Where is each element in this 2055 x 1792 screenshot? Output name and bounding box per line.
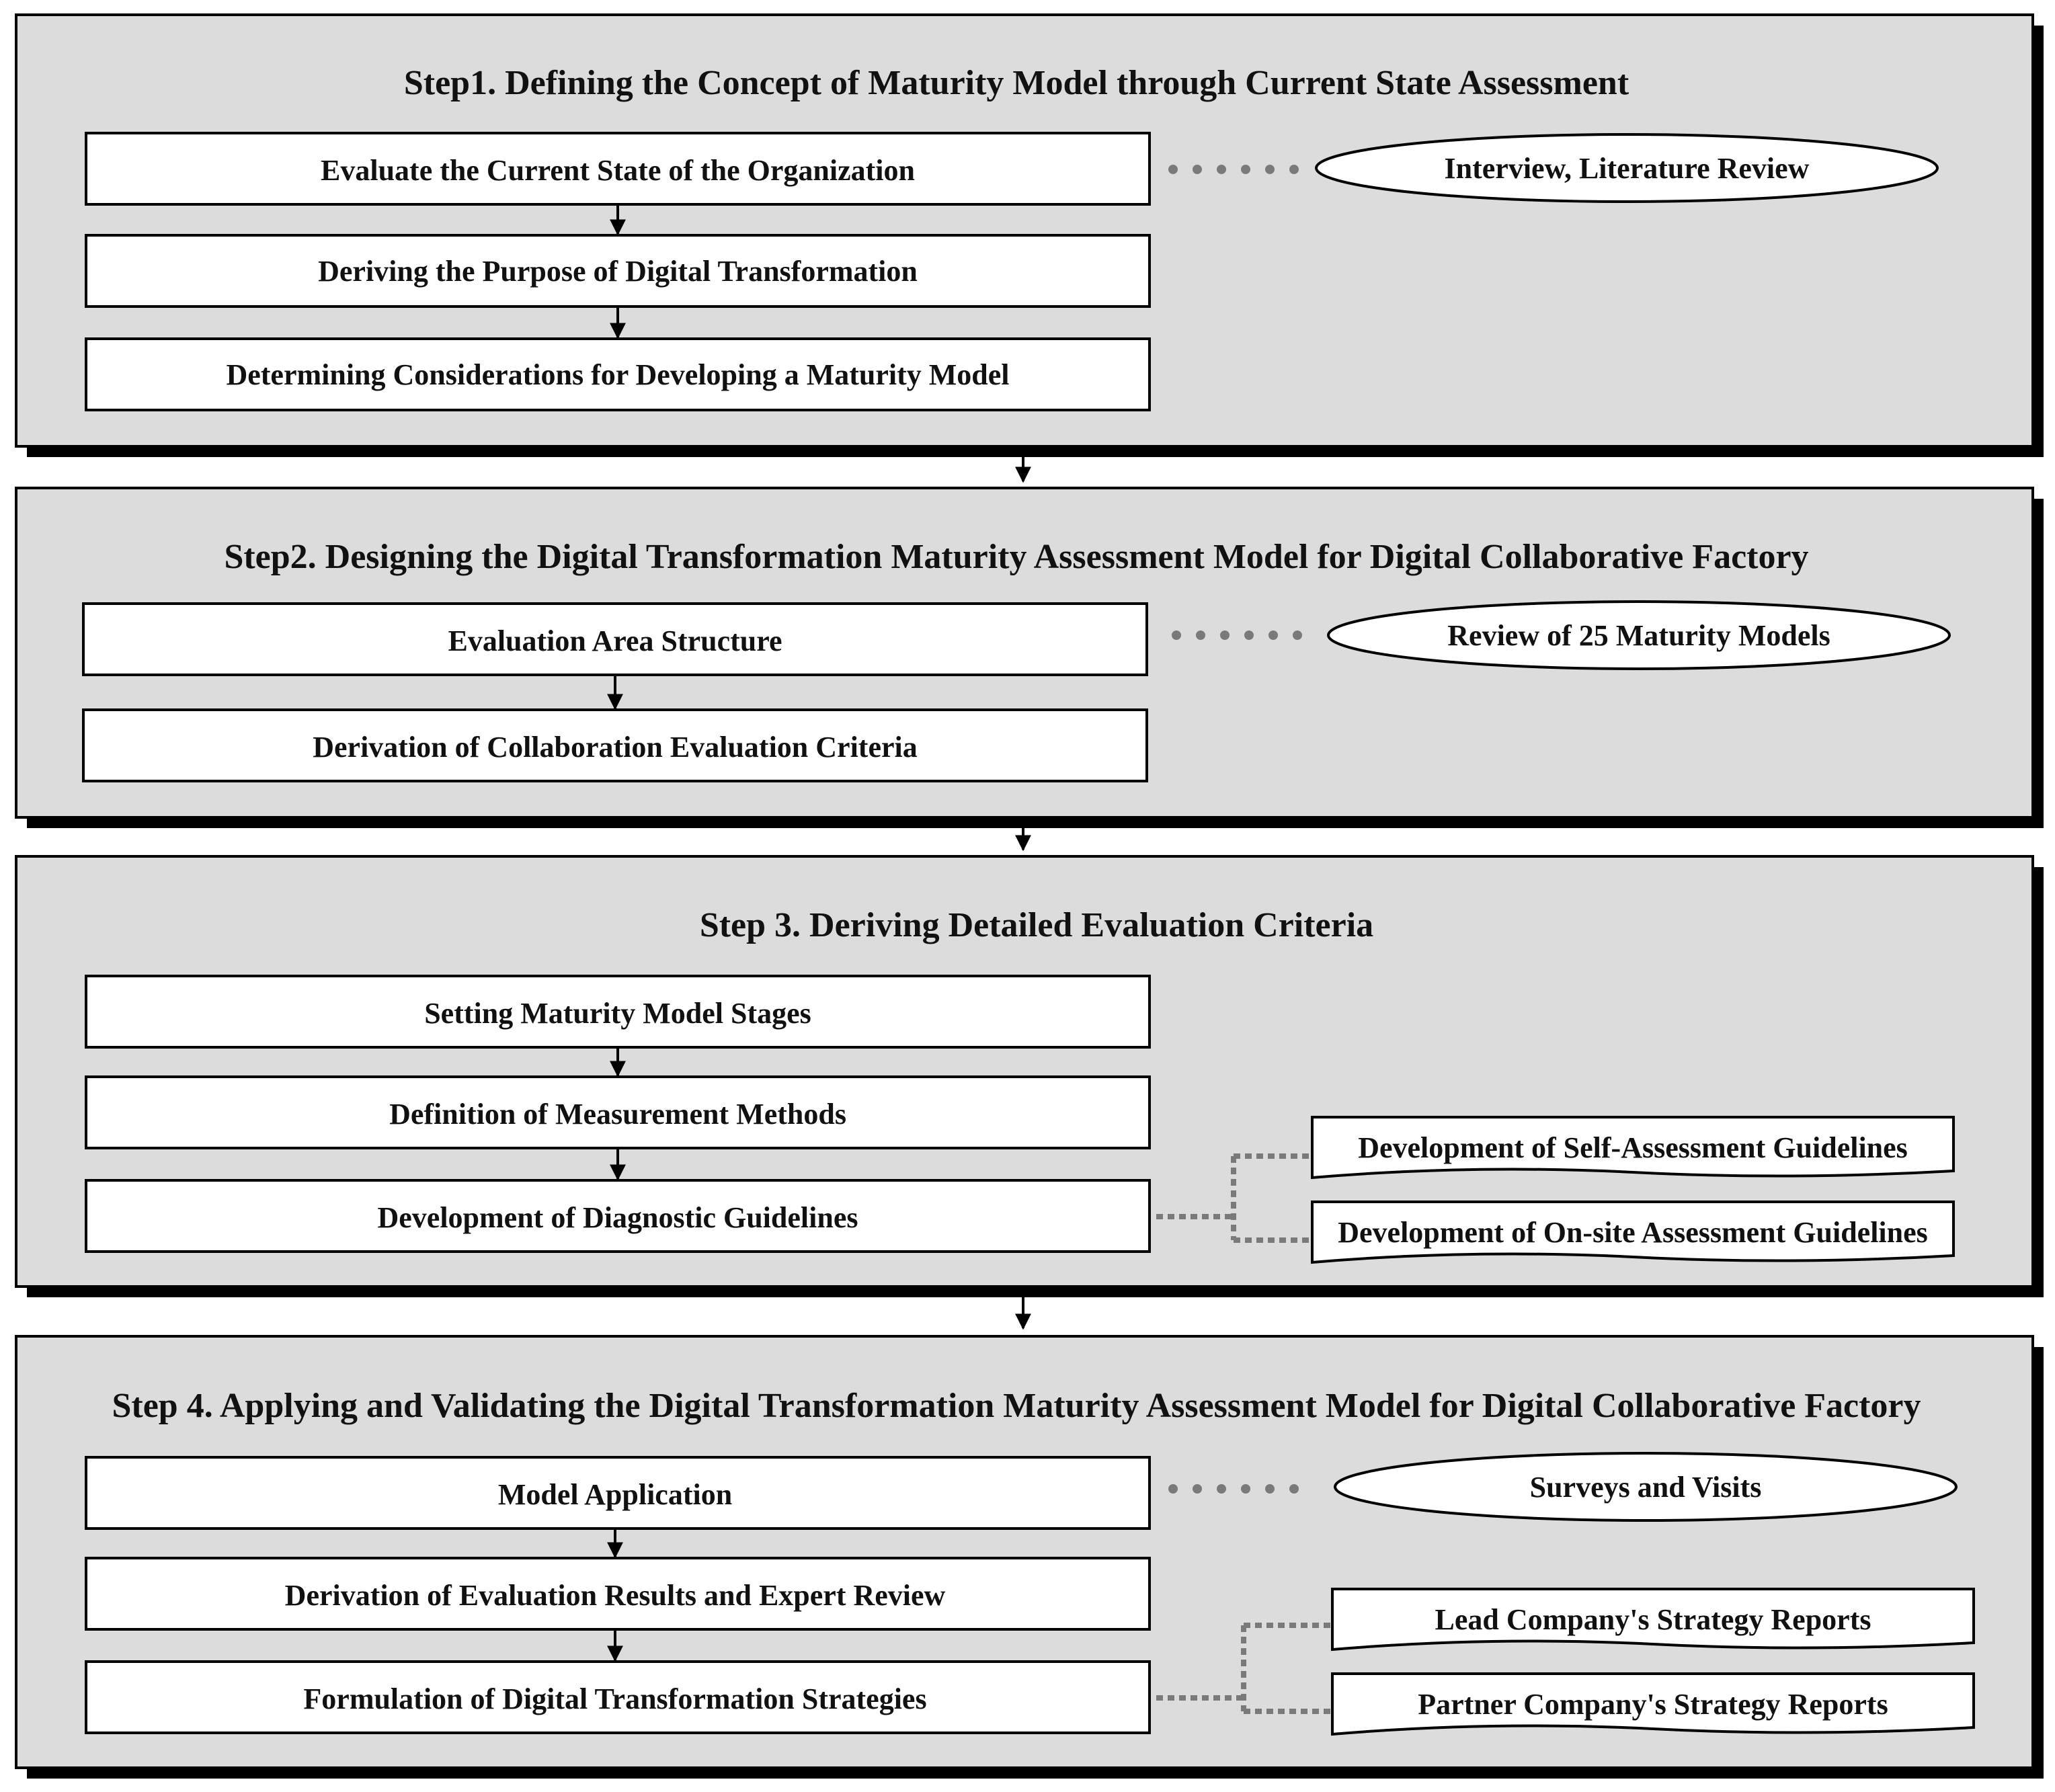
step-4-doc-2-label: Partner Company's Strategy Reports	[1418, 1688, 1888, 1721]
step-3-title: Step 3. Deriving Detailed Evaluation Cri…	[700, 906, 1373, 944]
step-2-panel: Step2. Designing the Digital Transformat…	[15, 487, 2044, 828]
step-1-box-2	[85, 234, 1151, 308]
step-3-doc-2-label: Development of On-site Assessment Guidel…	[1338, 1216, 1928, 1249]
step-4-method-label: Surveys and Visits	[1530, 1471, 1762, 1504]
step-4-box-2	[85, 1557, 1151, 1631]
step-3-box-3	[85, 1179, 1151, 1253]
step-4-box-1-label: Model Application	[498, 1478, 732, 1511]
step-1-method-ellipse	[1315, 133, 1939, 203]
step-4-panel: Step 4. Applying and Validating the Digi…	[15, 1335, 2044, 1779]
step-1-box-1	[85, 132, 1151, 206]
step-2-title: Step2. Designing the Digital Transformat…	[224, 538, 1808, 576]
step-1-title: Step1. Defining the Concept of Maturity …	[404, 64, 1629, 102]
step-1-panel: Step1. Defining the Concept of Maturity …	[15, 13, 2044, 457]
step-2-method-ellipse	[1327, 600, 1951, 670]
step-4-doc-1-label: Lead Company's Strategy Reports	[1435, 1603, 1871, 1636]
step-1-box-2-label: Deriving the Purpose of Digital Transfor…	[318, 255, 918, 288]
step-3-box-2	[85, 1075, 1151, 1149]
step-1-box-1-label: Evaluate the Current State of the Organi…	[321, 154, 915, 187]
step-1-box-3-label: Determining Considerations for Developin…	[226, 358, 1009, 391]
step-3-doc-1	[1311, 1116, 1955, 1180]
step-4-doc-1	[1331, 1588, 1975, 1652]
step-4-box-2-label: Derivation of Evaluation Results and Exp…	[285, 1579, 946, 1612]
step-3-doc-2	[1311, 1200, 1955, 1264]
step-3-bracket-connector	[1156, 1153, 1311, 1243]
step-2-method-label: Review of 25 Maturity Models	[1447, 619, 1830, 652]
step-4-method-ellipse	[1334, 1452, 1958, 1522]
step-2-box-1-label: Evaluation Area Structure	[448, 624, 782, 657]
step-3-box-1-label: Setting Maturity Model Stages	[424, 997, 811, 1030]
step-3-doc-1-label: Development of Self-Assessment Guideline…	[1358, 1131, 1908, 1164]
step-3-box-1	[85, 975, 1151, 1049]
step-4-box-3-label: Formulation of Digital Transformation St…	[303, 1682, 926, 1715]
step-2-box-2	[82, 708, 1148, 782]
step-4-box-1	[85, 1456, 1151, 1530]
step-4-box-3	[85, 1660, 1151, 1734]
step-4-title: Step 4. Applying and Validating the Digi…	[112, 1387, 1921, 1425]
step-1-method-label: Interview, Literature Review	[1445, 152, 1810, 185]
step-4-doc-2	[1331, 1672, 1975, 1736]
step-3-box-3-label: Development of Diagnostic Guidelines	[378, 1201, 858, 1234]
step-3-box-2-label: Definition of Measurement Methods	[389, 1098, 846, 1131]
step-3-panel: Step 3. Deriving Detailed Evaluation Cri…	[15, 855, 2044, 1297]
step-1-box-3	[85, 337, 1151, 411]
step-2-box-2-label: Derivation of Collaboration Evaluation C…	[313, 731, 918, 764]
